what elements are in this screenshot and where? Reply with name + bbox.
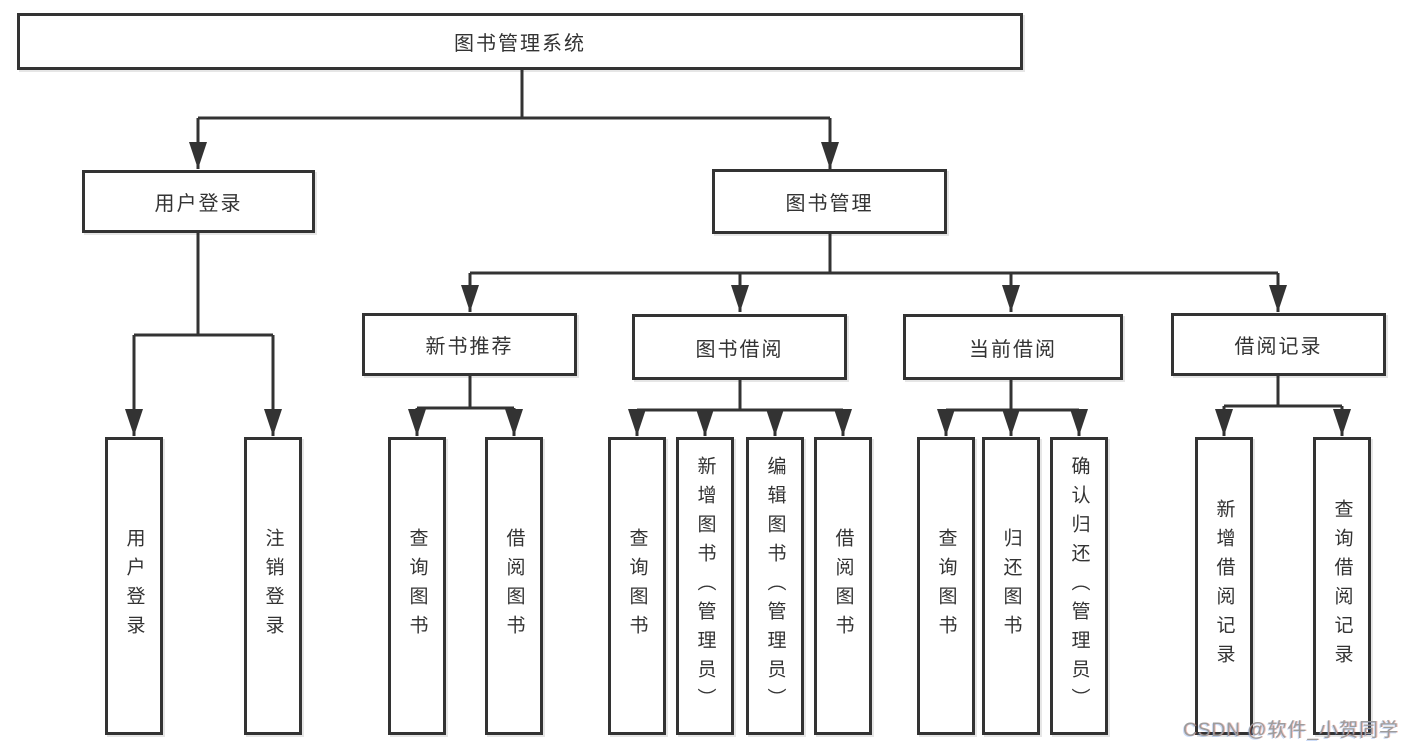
arrowhead (628, 409, 646, 436)
leaf-label: 新增图书（管理员） (694, 455, 716, 717)
leaf-confirm-return-admin: 确认归还（管理员） (1050, 437, 1108, 735)
arrowhead (1333, 409, 1351, 436)
leaf-edit-books-admin: 编辑图书（管理员） (746, 437, 804, 735)
arrowhead (1269, 285, 1287, 312)
node-label: 用户登录 (154, 193, 243, 215)
arrowhead (834, 409, 852, 436)
node-label: 图书管理系统 (454, 33, 586, 55)
leaf-label: 借阅图书 (832, 528, 854, 644)
leaf-return-books: 归还图书 (982, 437, 1040, 735)
leaf-query-borrow-record: 查询借阅记录 (1313, 437, 1371, 735)
leaf-label: 查询借阅记录 (1331, 499, 1353, 673)
node-label: 新书推荐 (425, 336, 514, 358)
leaf-label: 查询图书 (935, 528, 957, 644)
leaf-label: 查询图书 (406, 528, 428, 644)
node-current-borrowing: 当前借阅 (903, 314, 1123, 380)
node-label: 借阅记录 (1234, 336, 1323, 358)
arrowhead (937, 409, 955, 436)
arrowhead (505, 409, 523, 436)
leaf-label: 归还图书 (1000, 528, 1022, 644)
node-user-login-branch: 用户登录 (82, 170, 315, 233)
node-library-system: 图书管理系统 (17, 13, 1023, 70)
leaf-add-borrow-record: 新增借阅记录 (1195, 437, 1253, 735)
arrowhead (821, 142, 839, 169)
tree-edges (132, 70, 1344, 436)
node-book-borrowing: 图书借阅 (632, 314, 847, 380)
csdn-watermark: CSDN @软件_小贺同学 (1183, 720, 1399, 741)
leaf-query-books-borrowing: 查询图书 (608, 437, 666, 735)
arrowhead (408, 409, 426, 436)
leaf-query-books-current: 查询图书 (917, 437, 975, 735)
leaf-label: 确认归还（管理员） (1068, 455, 1090, 717)
node-label: 图书管理 (785, 193, 874, 215)
leaf-label: 查询图书 (626, 528, 648, 644)
arrowhead (766, 409, 784, 436)
arrowhead (189, 142, 207, 169)
arrowhead (1002, 409, 1020, 436)
node-borrowing-records: 借阅记录 (1171, 313, 1386, 376)
node-new-book-recommend: 新书推荐 (362, 313, 577, 376)
leaf-label: 用户登录 (123, 528, 145, 644)
leaf-logout: 注销登录 (244, 437, 302, 735)
arrowhead (1070, 409, 1088, 436)
leaf-label: 注销登录 (262, 528, 284, 644)
arrowhead (696, 409, 714, 436)
leaf-user-login: 用户登录 (105, 437, 163, 735)
node-label: 图书借阅 (695, 338, 784, 361)
leaf-query-books-recommend: 查询图书 (388, 437, 446, 735)
leaf-borrow-books-recommend: 借阅图书 (485, 437, 543, 735)
arrowhead (1215, 409, 1233, 436)
arrowhead (1002, 285, 1020, 312)
leaf-label: 编辑图书（管理员） (764, 455, 786, 717)
leaf-label: 新增借阅记录 (1213, 499, 1235, 673)
leaf-label: 借阅图书 (503, 528, 525, 644)
arrowhead (125, 409, 143, 436)
arrowhead (461, 285, 479, 312)
arrowhead (264, 409, 282, 436)
node-label: 当前借阅 (969, 338, 1057, 361)
leaf-add-books-admin: 新增图书（管理员） (676, 437, 734, 735)
leaf-borrow-books: 借阅图书 (814, 437, 872, 735)
arrowhead (731, 285, 749, 312)
node-book-management: 图书管理 (712, 169, 947, 234)
